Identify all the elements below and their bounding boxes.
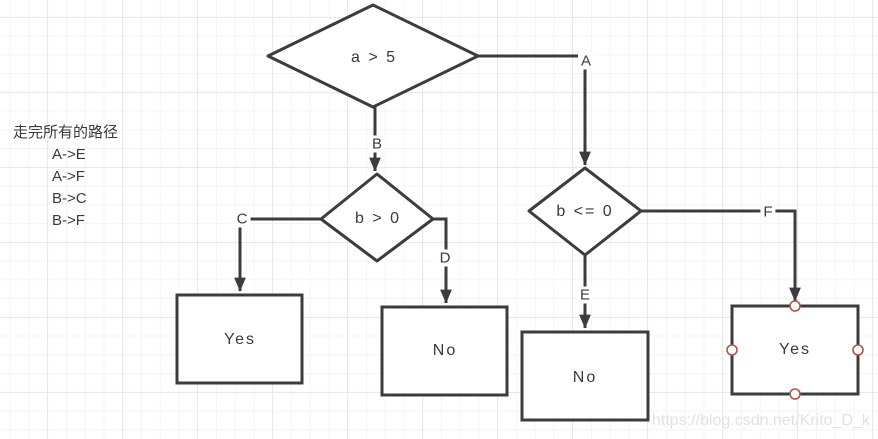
connection-handle-left[interactable] (726, 344, 738, 356)
result-no-left-label[interactable]: No (432, 342, 458, 359)
annotation-title: 走完所有的路径 (13, 124, 119, 141)
result-yes-right-label[interactable]: Yes (778, 341, 812, 358)
paths-annotation[interactable]: 走完所有的路径 A->E A->F B->C B->F (13, 122, 118, 232)
decision-diamond-b-gt-0[interactable] (319, 172, 435, 263)
connection-handle-right[interactable] (852, 344, 864, 356)
annotation-path-item: A->F (52, 168, 85, 185)
edge-label-D[interactable]: D (436, 249, 454, 267)
edge-F[interactable] (641, 209, 801, 302)
connection-handle-bottom[interactable] (789, 388, 801, 400)
edge-C[interactable] (234, 217, 322, 292)
result-no-right-label[interactable]: No (572, 369, 598, 386)
edge-label-B[interactable]: B (368, 135, 386, 153)
decision-a-label[interactable]: a > 5 (350, 49, 398, 66)
result-box-yes-left[interactable] (175, 293, 304, 385)
annotation-path-item: B->C (52, 190, 87, 207)
decision-b-gt-0-label[interactable]: b > 0 (354, 210, 402, 227)
annotation-path-item: B->F (52, 212, 85, 229)
watermark-text: https://blog.csdn.net/Krito_D_k (652, 412, 870, 429)
result-box-no-left[interactable] (380, 305, 509, 397)
edge-label-E[interactable]: E (576, 286, 594, 304)
decision-diamond-b-le-0[interactable] (527, 166, 643, 257)
result-box-no-right[interactable] (520, 330, 650, 422)
edge-label-A[interactable]: A (577, 52, 595, 70)
result-yes-left-label[interactable]: Yes (223, 331, 257, 348)
annotation-path-item: A->E (52, 146, 86, 163)
connection-handle-top[interactable] (789, 300, 801, 312)
edge-A[interactable] (477, 54, 591, 166)
edge-label-C[interactable]: C (233, 210, 251, 228)
edge-label-F[interactable]: F (760, 203, 776, 221)
edge-D[interactable] (433, 217, 452, 304)
decision-diamond-a[interactable] (266, 3, 480, 109)
decision-b-le-0-label[interactable]: b <= 0 (556, 203, 614, 220)
